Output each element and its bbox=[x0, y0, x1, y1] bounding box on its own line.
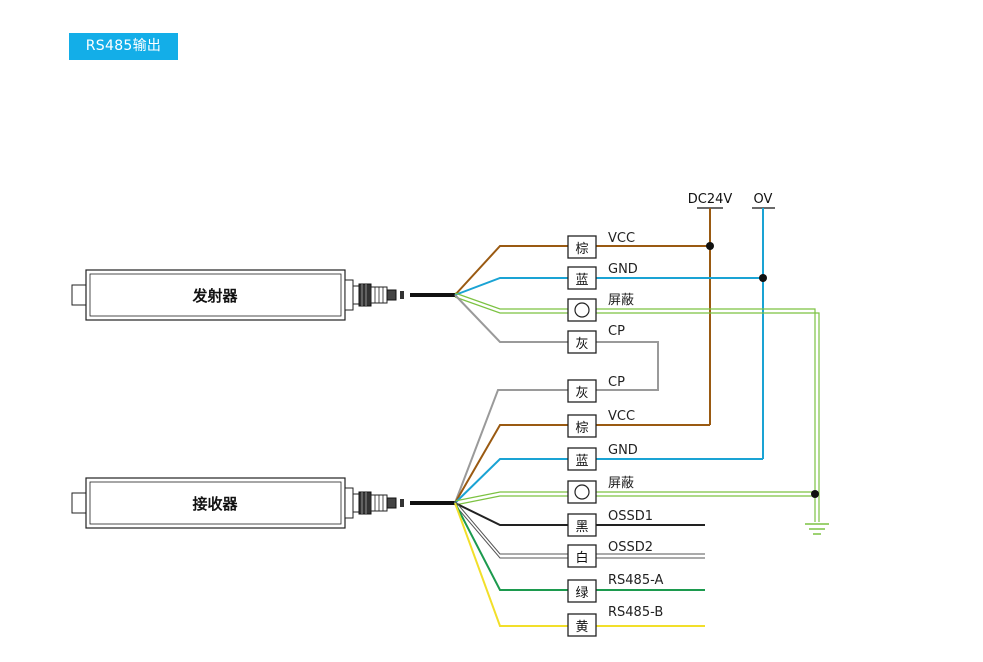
wire-label: RS485-A bbox=[608, 573, 664, 588]
junction-dot bbox=[759, 274, 767, 282]
receiver-label: 接收器 bbox=[192, 495, 238, 513]
shield-circle-icon bbox=[574, 484, 590, 500]
wire-label: GND bbox=[608, 262, 638, 277]
receiver-terminal-gnd: 蓝 GND bbox=[567, 443, 638, 471]
receiver-terminal-ossd1: 黑 OSSD1 bbox=[567, 509, 653, 537]
wire-color-code: 绿 bbox=[575, 586, 588, 601]
receiver-terminal-vcc: 棕 VCC bbox=[567, 409, 635, 438]
wire-color-code: 白 bbox=[575, 550, 588, 566]
wire-color-code: 灰 bbox=[575, 337, 588, 352]
wire-color-code: 灰 bbox=[575, 386, 588, 401]
emitter-terminal-gnd: 蓝 GND bbox=[567, 262, 638, 290]
emitter-label: 发射器 bbox=[191, 287, 238, 305]
wire-label: OSSD1 bbox=[608, 509, 653, 524]
wire-label: 屏蔽 bbox=[608, 476, 634, 491]
shield-circle-icon bbox=[574, 302, 590, 318]
wire-color-code: 黑 bbox=[575, 520, 588, 535]
wire-color-code: 蓝 bbox=[575, 273, 588, 288]
power-rails: DC24V OV bbox=[688, 192, 775, 459]
wire-color-code: 棕 bbox=[575, 242, 588, 257]
rail-ov-label: OV bbox=[754, 192, 773, 207]
wire-color-code: 棕 bbox=[575, 421, 588, 436]
emitter-terminal-cp: 灰 CP bbox=[567, 324, 625, 354]
emitter-wires bbox=[454, 245, 820, 522]
wire-label: OSSD2 bbox=[608, 540, 653, 555]
wire-label: VCC bbox=[608, 409, 635, 424]
emitter-device: 发射器 bbox=[71, 269, 455, 321]
wire-label: 屏蔽 bbox=[608, 293, 634, 308]
receiver-terminal-shield: 屏蔽 bbox=[567, 476, 634, 504]
wire-label: GND bbox=[608, 443, 638, 458]
wire-label: RS485-B bbox=[608, 605, 663, 620]
emitter-terminal-vcc: 棕 VCC bbox=[567, 231, 635, 259]
wire-label: VCC bbox=[608, 231, 635, 246]
receiver-terminal-rs485b: 黄 RS485-B bbox=[567, 605, 663, 637]
junction-dot bbox=[811, 490, 819, 498]
receiver-terminal-cp: 灰 CP bbox=[567, 375, 625, 403]
receiver-terminal-rs485a: 绿 RS485-A bbox=[567, 573, 664, 603]
wire-label: CP bbox=[608, 324, 625, 339]
junction-dot bbox=[706, 242, 714, 250]
receiver-wires bbox=[454, 389, 815, 627]
receiver-device: 接收器 bbox=[71, 477, 455, 529]
wire-label: CP bbox=[608, 375, 625, 390]
rail-dc24v-label: DC24V bbox=[688, 192, 733, 207]
section-badge: RS485输出 bbox=[69, 33, 178, 60]
emitter-terminal-shield: 屏蔽 bbox=[567, 293, 634, 322]
wire-color-code: 黄 bbox=[575, 620, 588, 635]
ground-symbol-icon bbox=[805, 523, 829, 535]
receiver-terminal-ossd2: 白 OSSD2 bbox=[567, 540, 653, 568]
wire-color-code: 蓝 bbox=[575, 454, 588, 469]
